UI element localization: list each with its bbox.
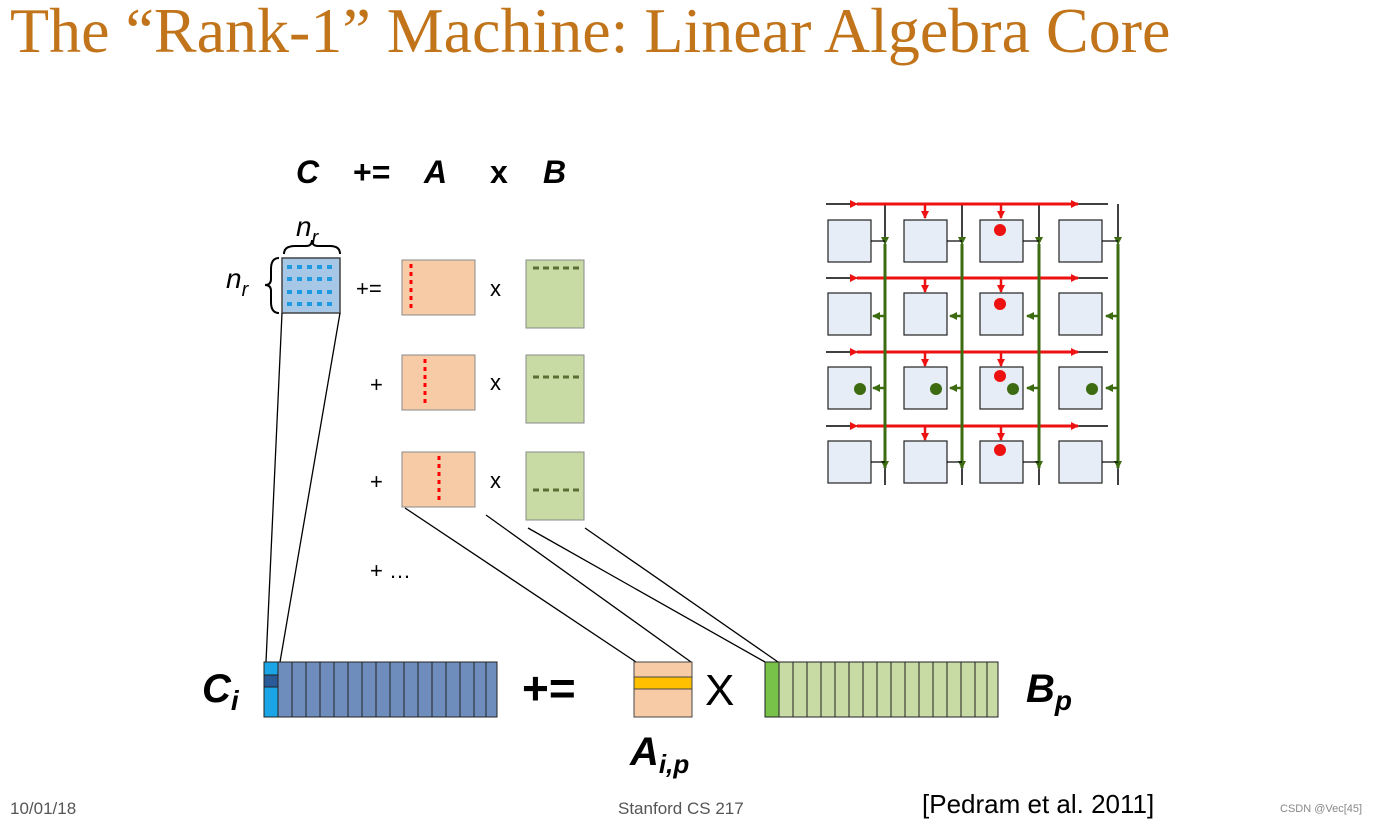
- b-panel-1: [525, 259, 585, 329]
- rank1-terms: += + + + … x x x: [356, 276, 501, 583]
- op-ellipsis: + …: [370, 558, 411, 583]
- c-block-dots: [287, 265, 336, 306]
- eq-plus-equals: +=: [353, 154, 390, 190]
- brace-left: [264, 257, 280, 314]
- bottom-plus-equals: +=: [522, 662, 576, 714]
- bp-label: Bp: [1026, 667, 1072, 716]
- op-times-2: x: [490, 370, 501, 395]
- ci-row: [263, 661, 498, 718]
- bp-row: [764, 661, 999, 718]
- eq-a-label: A: [423, 154, 447, 190]
- bottom-equation: Ci += X Ai,p: [202, 661, 1072, 779]
- aip-label: Ai,p: [629, 730, 689, 779]
- op-plus-3: +: [370, 469, 383, 494]
- op-plus-2: +: [370, 372, 383, 397]
- op-times-1: x: [490, 276, 501, 301]
- b-panel-3: [525, 451, 585, 521]
- nr-left-label: nr: [226, 263, 250, 301]
- ci-label: Ci: [202, 667, 240, 716]
- b-panels: [525, 259, 585, 521]
- nr-top-label: nr: [296, 211, 320, 249]
- op-first-plus-equals: +=: [356, 276, 382, 301]
- a-panel-2: [401, 354, 476, 411]
- bottom-times: X: [705, 666, 734, 715]
- eq-times: x: [490, 154, 508, 190]
- a-panels: [401, 259, 476, 508]
- slide-title: The “Rank-1” Machine: Linear Algebra Cor…: [10, 0, 1171, 66]
- eq-c-label: C: [296, 154, 320, 190]
- op-times-3: x: [490, 468, 501, 493]
- course-name: Stanford CS 217: [618, 799, 744, 818]
- brace-top: [283, 239, 341, 255]
- slide-date: 10/01/18: [10, 799, 77, 818]
- citation: [Pedram et al. 2011]: [922, 789, 1155, 819]
- pe-array: [826, 200, 1122, 485]
- nr-annotations: nr nr: [226, 211, 341, 314]
- top-equation: C += A x B: [296, 154, 566, 190]
- eq-b-label: B: [543, 154, 566, 190]
- projection-lines: [265, 312, 779, 663]
- c-register-block: [281, 257, 341, 314]
- b-panel-2: [525, 354, 585, 424]
- ai-column: [633, 661, 693, 718]
- watermark: CSDN @Vec[45]: [1280, 803, 1363, 815]
- a-panel-1: [401, 259, 476, 316]
